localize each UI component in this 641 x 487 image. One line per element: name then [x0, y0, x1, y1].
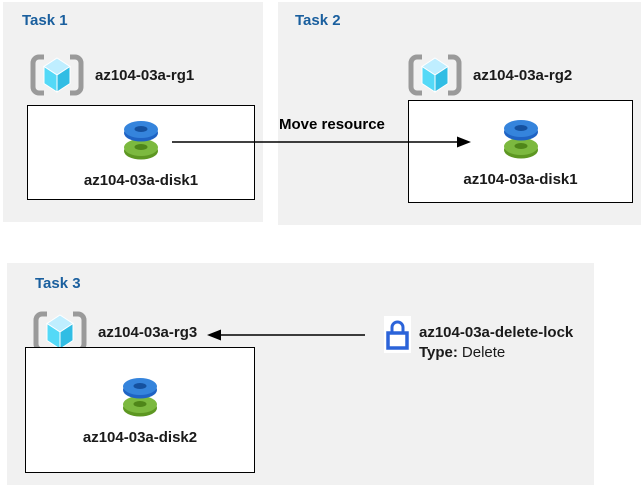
task2-panel: Task 2 az104-03a-rg2 az104-03a-dis [278, 2, 641, 225]
task2-disk-label: az104-03a-disk1 [463, 170, 578, 188]
task1-resource-group: az104-03a-rg1 [30, 54, 194, 96]
managed-disk-icon [494, 116, 548, 162]
delete-lock-type-label: Type: [419, 344, 458, 361]
delete-lock-icon [384, 316, 411, 353]
task2-title: Task 2 [295, 12, 341, 29]
task1-resource-box: az104-03a-disk1 [27, 105, 255, 200]
move-resource-arrow [172, 136, 471, 148]
task1-disk-label: az104-03a-disk1 [83, 171, 199, 189]
delete-lock-type-value: Delete [461, 344, 506, 361]
task1-panel: Task 1 az104-03a-rg1 az104-03a-dis [3, 2, 263, 222]
delete-lock-name: az104-03a-delete-lock [419, 324, 574, 341]
managed-disk-icon [114, 117, 168, 163]
delete-lock-type: Type:Delete [419, 343, 573, 363]
resource-group-icon [30, 54, 84, 96]
task1-title: Task 1 [22, 12, 68, 29]
delete-lock-text: az104-03a-delete-lock Type:Delete [419, 323, 573, 363]
task2-resource-group-label: az104-03a-rg2 [473, 66, 573, 84]
resource-group-icon [408, 54, 462, 96]
task3-title: Task 3 [35, 275, 81, 292]
task3-panel: Task 3 az104-03a-rg3 az104-03a-delete-lo… [7, 263, 594, 485]
delete-lock-arrow [207, 329, 365, 341]
task2-resource-box: az104-03a-disk1 [408, 100, 633, 203]
task3-disk-label: az104-03a-disk2 [82, 429, 198, 446]
move-resource-label: Move resource [279, 116, 385, 133]
managed-disk-icon [113, 374, 167, 420]
task1-resource-group-label: az104-03a-rg1 [95, 66, 195, 84]
task2-resource-group: az104-03a-rg2 [408, 54, 572, 96]
task3-resource-group-label: az104-03a-rg3 [98, 323, 198, 341]
task3-resource-box: az104-03a-disk2 [25, 347, 255, 473]
